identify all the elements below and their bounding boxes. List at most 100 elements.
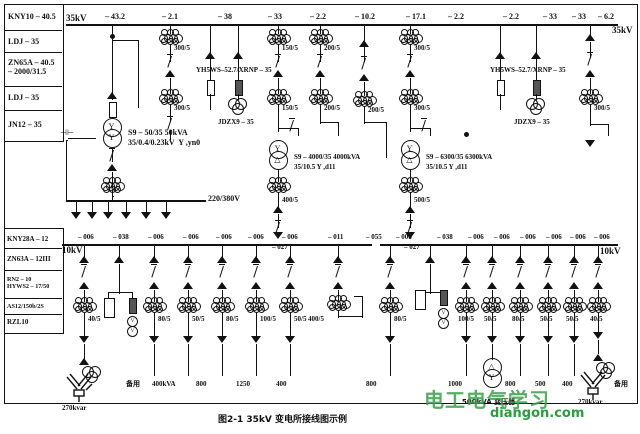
ct-ratio-label: 50/5 — [566, 315, 579, 323]
disconnect-switch[interactable] — [594, 264, 604, 278]
disconnect-switch[interactable] — [252, 264, 262, 278]
disconnect-switch[interactable] — [462, 264, 472, 278]
circuit-number-35kv: – 6.2 — [598, 12, 614, 21]
disconnector-arrow — [114, 256, 124, 263]
voltage-transformer-symbol — [228, 98, 248, 115]
voltmeter: V — [127, 326, 138, 337]
disconnector-arrow — [425, 256, 435, 263]
capacitor-rating-left: 270kvar — [62, 404, 87, 412]
disconnector-arrow — [251, 256, 261, 263]
disconnector-arrow — [569, 256, 579, 263]
disconnect-switch[interactable] — [406, 220, 416, 234]
disconnect-switch[interactable] — [406, 54, 416, 68]
circuit-number-10kv: – 006 — [248, 233, 264, 241]
disconnect-switch[interactable] — [218, 264, 228, 278]
disconnector-arrow — [359, 40, 369, 47]
ct-ratio-label: 100/5 — [260, 315, 276, 323]
current-transformer — [509, 297, 533, 313]
circuit-number-10kv: – 006 — [570, 233, 586, 241]
lv-feeder-arrow — [87, 212, 97, 219]
ground-symbol — [602, 136, 614, 144]
disconnect-switch[interactable] — [360, 56, 370, 70]
ct-ratio-label: 300/5 — [174, 104, 190, 112]
disconnect-switch[interactable] — [184, 264, 194, 278]
ct-ratio-label: 200/5 — [324, 44, 340, 52]
disconnect-switch[interactable] — [150, 264, 160, 278]
feeder-load-label: 800 — [505, 380, 516, 388]
disconnect-switch[interactable] — [516, 264, 526, 278]
vt-label-left: JDZX9 – 35 — [218, 118, 254, 126]
bus-10kv-left — [62, 244, 372, 246]
disconnect-switch[interactable] — [586, 52, 596, 66]
lv-feeder-arrow — [103, 212, 113, 219]
switch-arrow — [359, 74, 369, 81]
bus-10kv-label-left: 10kV — [62, 245, 83, 255]
watermark-text: 电工电气学习 — [424, 388, 550, 412]
disconnect-switch[interactable] — [80, 264, 90, 278]
disconnect-switch[interactable] — [488, 264, 498, 278]
feeder-load-label: 400 — [276, 380, 287, 388]
disconnect-switch[interactable] — [316, 54, 326, 68]
current-transformer — [159, 29, 183, 45]
current-transformer — [481, 297, 505, 313]
disconnector-arrow — [79, 256, 89, 263]
current-transformer — [211, 297, 235, 313]
circuit-number-10kv: – 006 — [520, 233, 536, 241]
ct-ratio-label: 300/5 — [594, 104, 610, 112]
ct-ratio-label: 40/5 — [88, 315, 101, 323]
switch-arrow — [183, 282, 193, 289]
equipment-label-ldj35-a: LDJ – 35 — [8, 37, 40, 46]
circuit-number-35kv: – 38 — [218, 12, 232, 21]
disconnect-switch[interactable] — [544, 264, 554, 278]
current-transformer — [399, 89, 423, 105]
fuse-symbol — [129, 298, 137, 314]
ct-ratio-label: 100/5 — [458, 315, 474, 323]
disconnect-switch[interactable] — [166, 54, 176, 68]
ct-ratio-label: 50/5 — [484, 315, 497, 323]
current-transformer — [143, 297, 167, 313]
earthing-switch[interactable] — [420, 118, 430, 132]
switch-arrow — [543, 282, 553, 289]
current-transformer — [73, 297, 97, 313]
circuit-number-35kv: – 43.2 — [105, 12, 125, 21]
ct-ratio-label: 50/5 — [192, 315, 205, 323]
equipment-label-zn65a: ZN65A – 40.5 – 2000/31.5 — [8, 58, 55, 76]
incomer-arrow — [273, 232, 283, 239]
disconnector-arrow — [385, 256, 395, 263]
ground-symbol — [460, 140, 472, 148]
feeder-load-label: 备用 — [126, 380, 140, 388]
disconnect-switch[interactable] — [108, 148, 118, 162]
feeder-arrow — [183, 336, 193, 343]
disconnect-switch[interactable] — [166, 116, 176, 130]
arrester-symbol — [207, 80, 215, 96]
current-transformer — [563, 297, 587, 313]
current-transformer — [101, 177, 125, 193]
circuit-number-35kv: – 33 — [543, 12, 557, 21]
current-transformer — [537, 297, 561, 313]
current-transformer — [267, 89, 291, 105]
main-transformer-2-label: S9 – 6300/35 6300kVA 35/10.5 Y ,d11 — [426, 153, 493, 171]
bus-tap-dot — [464, 132, 469, 137]
disconnect-switch[interactable] — [570, 264, 580, 278]
circuit-number-10kv: – 038 — [437, 233, 453, 241]
disconnector-arrow — [217, 256, 227, 263]
incomer-number-10kv: – 027 — [272, 243, 288, 251]
circuit-number-35kv: – 2.2 — [310, 12, 326, 21]
disconnect-switch[interactable] — [274, 54, 284, 68]
current-transformer — [279, 297, 303, 313]
equipment-label-zn63a: ZN63A – 12III — [7, 255, 51, 263]
feeder-arrow — [285, 336, 295, 343]
disconnect-switch[interactable] — [334, 264, 344, 278]
disconnect-switch[interactable] — [286, 264, 296, 278]
earthing-switch[interactable] — [288, 118, 298, 132]
feeder-arrow — [385, 336, 395, 343]
disconnect-switch[interactable] — [274, 220, 284, 234]
current-transformer — [309, 89, 333, 105]
switch-arrow — [593, 282, 603, 289]
ct-ratio-label: 300/5 — [414, 104, 430, 112]
disconnect-switch[interactable] — [386, 264, 396, 278]
ground-symbol — [494, 110, 506, 118]
vt-fuse-symbol — [235, 80, 243, 96]
circuit-number-10kv: – 038 — [113, 233, 129, 241]
